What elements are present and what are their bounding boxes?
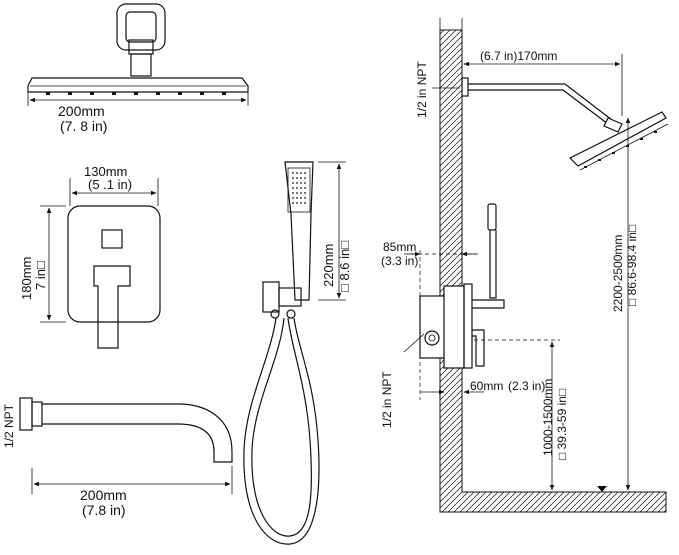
valve-plate-height-in: 7 in□ xyxy=(33,261,48,290)
head-height-in: □ 86.6-98.4 in□ xyxy=(625,225,639,306)
valve-offset-in: (2.3 in) xyxy=(508,379,545,393)
valve-thread-label: 1/2 in NPT xyxy=(380,371,394,428)
tub-spout-length-mm: 200mm xyxy=(80,487,127,503)
valve-height-in: □ 39.3-59 in□ xyxy=(555,389,569,460)
valve-offset-mm: 60mm xyxy=(470,379,503,393)
handheld-length-mm: 220mm xyxy=(321,244,336,287)
shower-head-width-mm: 200mm xyxy=(58,103,105,119)
shower-head-top-view: 200mm (7. 8 in) xyxy=(27,3,249,134)
tub-spout-thread: 1/2 NPT xyxy=(2,403,16,448)
arm-thread-label: 1/2 in NPT xyxy=(415,61,429,118)
valve-plate-height-mm: 180mm xyxy=(19,257,34,300)
valve-depth-mm: 85mm xyxy=(383,240,416,254)
valve-trim-plate-front-view: 130mm (5 .1 in) 180mm 7 in□ xyxy=(19,164,161,349)
nozzle-row xyxy=(46,92,226,95)
tub-spout-side-view: 1/2 NPT 200mm (7.8 in) xyxy=(2,397,233,518)
valve-plate-width-in: (5 .1 in) xyxy=(88,177,132,192)
valve-height-mm: 1000-1500mm xyxy=(541,379,555,456)
valve-plate-width-mm: 130mm xyxy=(84,164,127,179)
head-height-mm: 2200-2500mm xyxy=(611,235,625,312)
handheld-length-in: □ 8.6 in□ xyxy=(337,241,352,292)
tub-spout-length-in: (7.8 in) xyxy=(82,502,126,518)
arm-length-label: (6.7 in)170mm xyxy=(480,49,557,63)
installation-side-view: (6.7 in)170mm 1/2 in NPT 2200-2500mm □ 8… xyxy=(380,18,669,513)
valve-depth-in: (3.3 in) xyxy=(381,254,418,268)
handheld-shower-and-hose: 220mm □ 8.6 in□ xyxy=(243,161,352,545)
shower-head-width-in: (7. 8 in) xyxy=(60,118,107,134)
